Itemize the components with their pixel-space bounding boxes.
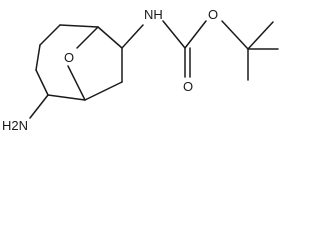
bond-ring (47, 94, 86, 101)
chemical-structure: H2N O NH O O (2, 7, 279, 133)
bond-carbamate (162, 20, 186, 49)
carbonyl-oxygen-label: O (183, 79, 193, 94)
bond-ring (97, 26, 123, 49)
bond-bridge (67, 65, 86, 101)
bond-tbutyl (247, 21, 274, 50)
bond-ring (39, 24, 61, 46)
bond-ring (84, 81, 123, 101)
bond-bridge (76, 26, 99, 49)
bond-ring (35, 44, 41, 71)
bridge-oxygen-label: O (64, 50, 74, 65)
carbamate-nh-label: NH (144, 7, 163, 22)
bond-ester (184, 20, 207, 49)
bond-carbamate (121, 24, 144, 49)
ester-oxygen-label: O (208, 7, 218, 22)
bond-ring (59, 24, 99, 28)
bond-amine (29, 94, 49, 119)
amine-label: H2N (2, 118, 28, 133)
bond-ring (35, 69, 49, 96)
bond-ester (221, 20, 249, 50)
